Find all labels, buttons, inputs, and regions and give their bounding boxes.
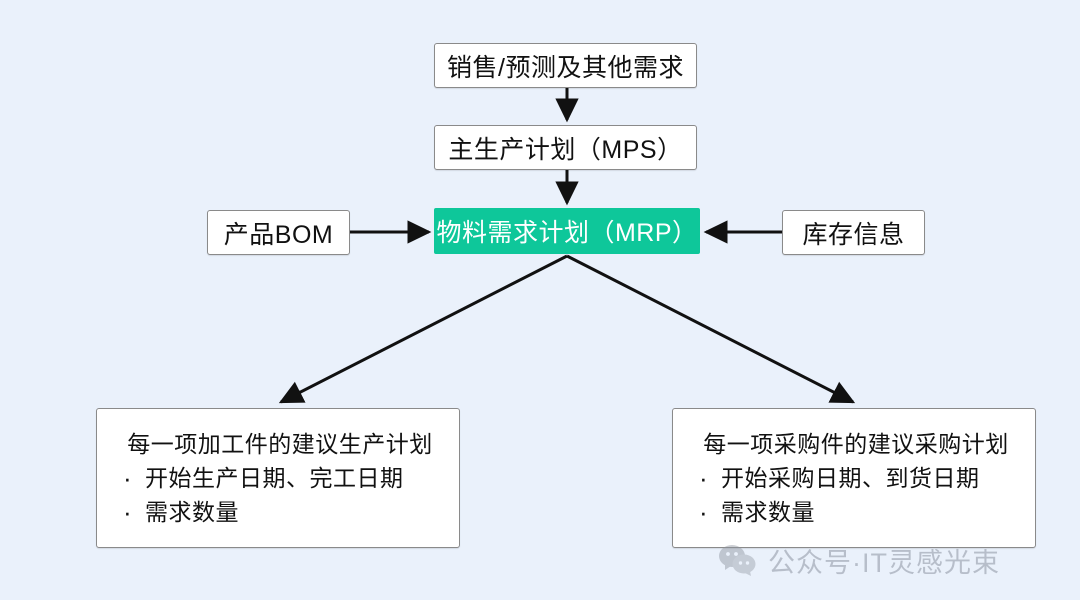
list-item: 开始生产日期、完工日期 bbox=[119, 465, 445, 491]
node-material-requirements-planning[interactable]: 物料需求计划（MRP） bbox=[434, 208, 700, 254]
node-master-production-schedule[interactable]: 主生产计划（MPS） bbox=[434, 125, 697, 170]
node-label: 库存信息 bbox=[802, 220, 905, 249]
node-label: 销售/预测及其他需求 bbox=[447, 53, 684, 82]
edge-mrp-to-purchase-plan bbox=[566, 254, 856, 404]
node-inventory-information[interactable]: 库存信息 bbox=[782, 210, 925, 255]
list-item: 需求数量 bbox=[695, 499, 1021, 525]
edge-mrp-to-production-plan bbox=[278, 254, 568, 404]
wechat-icon bbox=[719, 544, 756, 576]
node-sales-forecast-demand[interactable]: 销售/预测及其他需求 bbox=[434, 43, 697, 88]
card-title: 每一项采购件的建议采购计划 bbox=[703, 430, 1009, 457]
list-item: 需求数量 bbox=[119, 499, 445, 525]
node-suggested-purchase-plan[interactable]: 每一项采购件的建议采购计划 开始采购日期、到货日期 需求数量 bbox=[672, 408, 1036, 548]
node-suggested-production-plan[interactable]: 每一项加工件的建议生产计划 开始生产日期、完工日期 需求数量 bbox=[96, 408, 460, 548]
card-title: 每一项加工件的建议生产计划 bbox=[127, 430, 433, 457]
card-body: 每一项加工件的建议生产计划 开始生产日期、完工日期 需求数量 bbox=[97, 430, 459, 525]
list-item: 开始采购日期、到货日期 bbox=[695, 465, 1021, 491]
node-product-bom[interactable]: 产品BOM bbox=[207, 210, 350, 255]
node-label: 产品BOM bbox=[223, 220, 334, 249]
node-label: 物料需求计划（MRP） bbox=[436, 219, 698, 247]
card-body: 每一项采购件的建议采购计划 开始采购日期、到货日期 需求数量 bbox=[673, 430, 1035, 525]
bullet-list: 开始采购日期、到货日期 需求数量 bbox=[691, 465, 1021, 525]
node-label: 主生产计划（MPS） bbox=[448, 135, 683, 164]
bullet-list: 开始生产日期、完工日期 需求数量 bbox=[115, 465, 445, 525]
